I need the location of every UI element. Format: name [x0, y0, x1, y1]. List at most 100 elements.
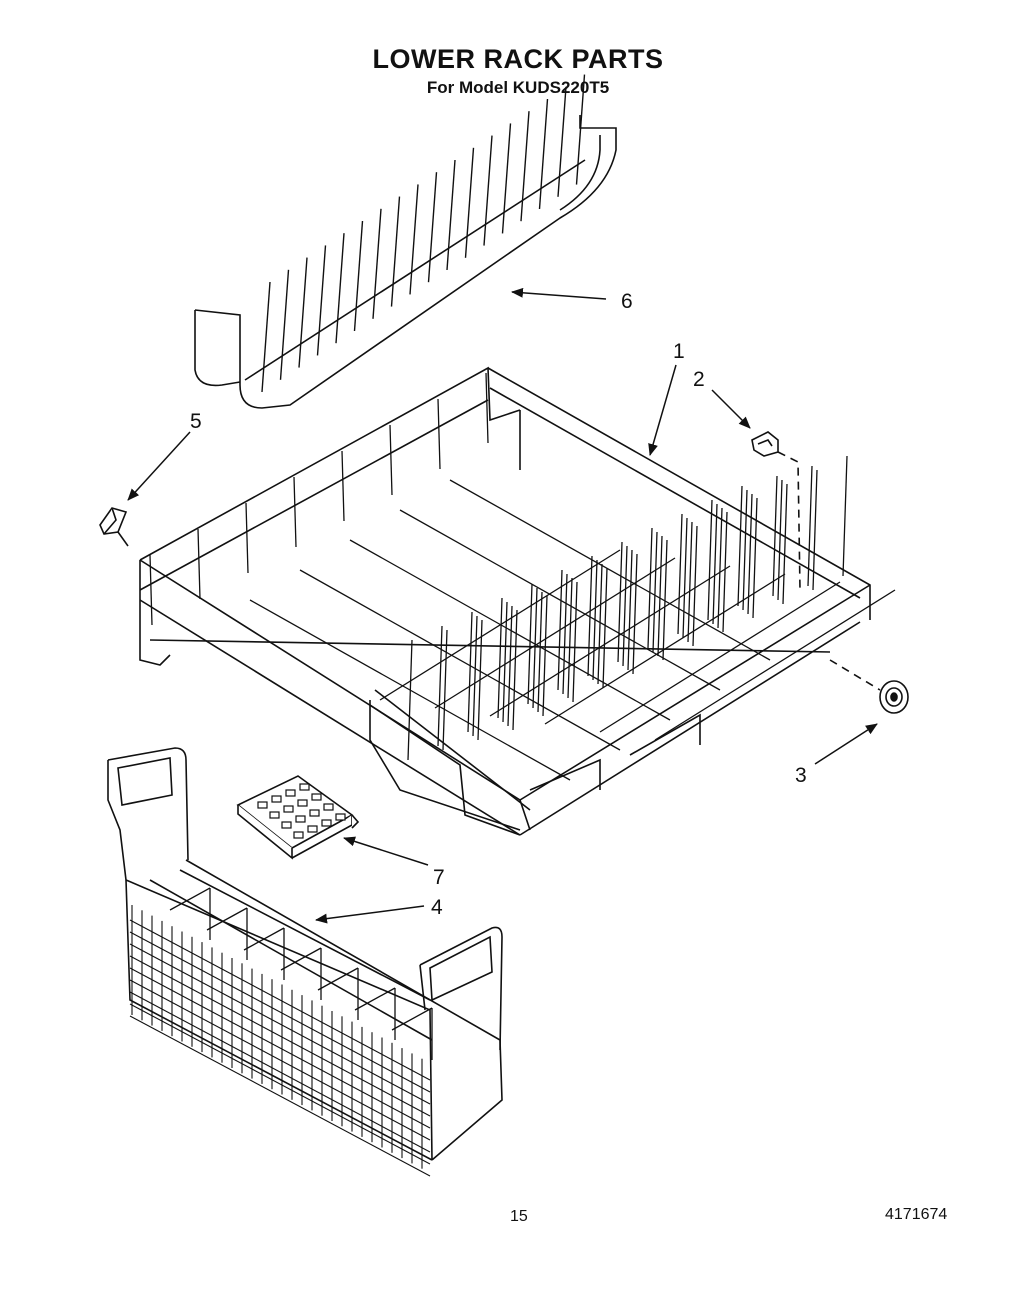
tine-wire — [316, 245, 327, 356]
tine-wire — [575, 74, 586, 185]
rack-tine — [627, 549, 633, 671]
rear-tine-assembly — [194, 74, 617, 409]
insert-cell — [307, 825, 318, 833]
tine-wire — [427, 172, 438, 283]
rack-stay-wire — [485, 372, 489, 444]
basket-divider — [169, 887, 211, 911]
rack-tine — [472, 615, 478, 737]
callout-1: 1 — [673, 340, 685, 363]
rack-tine — [542, 595, 548, 717]
rack-rail-wire — [449, 479, 771, 661]
rack-cross-wire — [654, 589, 896, 741]
insert-cell — [269, 811, 280, 819]
rack-tine — [467, 611, 473, 733]
basket-divider — [243, 927, 285, 951]
rack-tine — [737, 485, 743, 607]
rack-tine — [567, 577, 573, 699]
rack-stay-wire — [197, 528, 201, 600]
insert-cell — [271, 795, 282, 803]
stop-clip-part — [99, 507, 129, 547]
rack-tine — [502, 601, 508, 723]
insert-cell — [321, 819, 332, 827]
rack-tine — [407, 639, 413, 761]
tine-wire — [279, 269, 290, 380]
tine-wire — [353, 220, 364, 332]
rack-cross-wire — [599, 581, 841, 733]
basket-divider — [391, 1007, 433, 1031]
basket-grid-horizontal — [129, 931, 431, 1093]
rack-tine — [712, 503, 718, 625]
rack-tine — [632, 553, 638, 675]
rack-tine — [687, 521, 693, 643]
insert-cell — [281, 821, 292, 829]
rack-stay-wire — [293, 476, 297, 548]
insert-cell — [309, 809, 320, 817]
rack-wheel-part — [829, 659, 909, 714]
callout-5: 5 — [190, 410, 202, 433]
utensil-insert-part — [236, 775, 360, 860]
document-number: 4171674 — [885, 1206, 948, 1223]
insert-cell — [293, 831, 304, 839]
basket-divider — [206, 907, 248, 931]
page-number: 15 — [510, 1208, 528, 1225]
tine-wire — [483, 135, 493, 246]
basket-divider — [280, 947, 322, 971]
insert-cell — [299, 783, 310, 791]
callout-2: 2 — [693, 368, 705, 391]
tine-wire — [557, 86, 567, 197]
lower-rack — [139, 366, 896, 836]
insert-cell — [323, 803, 334, 811]
rack-stay-wire — [437, 398, 441, 470]
rack-tine — [507, 605, 513, 727]
callout-6: 6 — [621, 290, 633, 313]
rack-tine — [807, 465, 813, 587]
callout-7: 7 — [433, 866, 445, 889]
rack-rail-wire — [399, 509, 721, 691]
insert-cell — [311, 793, 322, 801]
rack-tine — [747, 493, 753, 615]
rack-tine — [497, 597, 503, 719]
rack-tine — [537, 591, 543, 713]
rack-tine — [562, 573, 568, 695]
rack-tine — [647, 527, 653, 649]
rack-tine — [842, 455, 848, 577]
insert-cell — [335, 813, 346, 821]
tine-wire — [390, 196, 401, 307]
tine-wire — [261, 281, 271, 393]
rack-tine — [782, 483, 788, 605]
insert-cell — [297, 799, 308, 807]
insert-cell — [285, 789, 296, 797]
rack-cross-wire — [489, 565, 731, 717]
basket-grid-horizontal — [129, 1003, 431, 1165]
rack-tine — [662, 539, 668, 661]
rack-cross-wire — [379, 549, 621, 701]
rack-tine — [742, 489, 748, 611]
callout-3: 3 — [795, 764, 807, 787]
rack-tine — [772, 475, 778, 597]
basket-grid-horizontal — [129, 1015, 431, 1177]
tine-wire — [446, 159, 456, 271]
rack-tine — [437, 625, 443, 747]
basket-grid-horizontal — [129, 967, 431, 1129]
callout-arrows — [127, 287, 878, 924]
rack-stay-wire — [149, 554, 153, 626]
rack-tine — [812, 469, 818, 591]
insert-cell — [295, 815, 306, 823]
insert-cell — [283, 805, 294, 813]
rack-cross-wire — [544, 573, 786, 725]
rack-stay-wire — [341, 450, 345, 522]
page-title: LOWER RACK PARTS — [372, 44, 664, 74]
rack-cross-wire — [434, 557, 676, 709]
basket-grid-horizontal — [129, 955, 431, 1117]
rack-tine — [677, 513, 683, 635]
rack-tine — [527, 583, 533, 705]
rack-tine — [717, 507, 723, 629]
tine-wire — [464, 147, 475, 258]
tine-wire — [372, 208, 382, 319]
rack-tine — [682, 517, 688, 639]
tine-wire — [501, 123, 512, 234]
basket-divider — [354, 987, 396, 1011]
rack-tine — [617, 541, 623, 663]
tine-wire — [298, 257, 308, 368]
